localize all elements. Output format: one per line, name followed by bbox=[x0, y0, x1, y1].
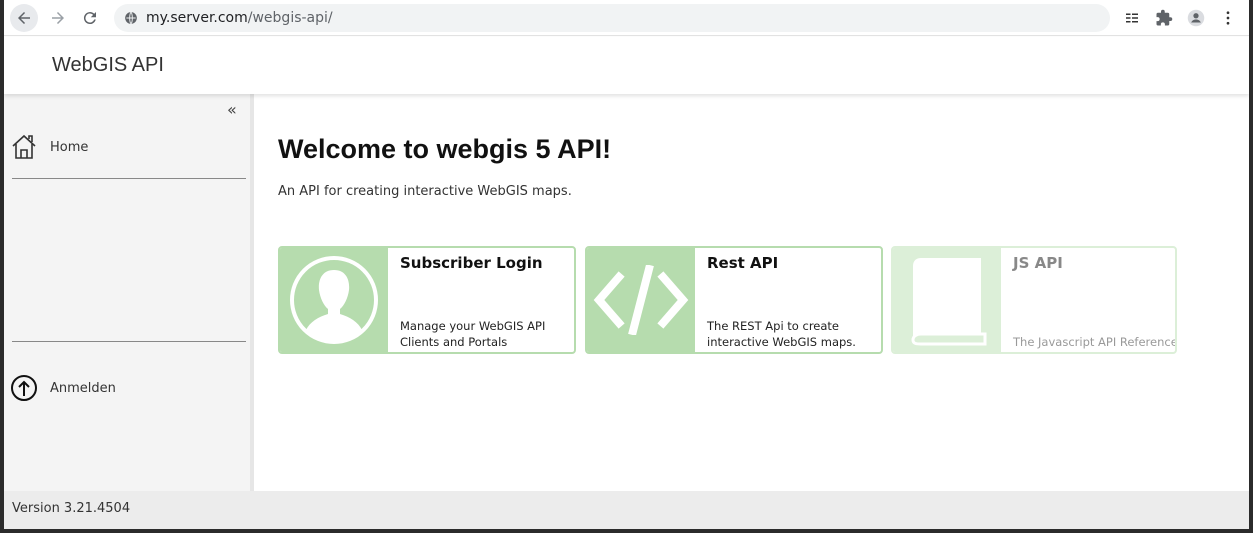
sidebar-collapse-button[interactable]: « bbox=[227, 100, 237, 119]
reload-button[interactable] bbox=[76, 4, 104, 32]
page-subtitle: An API for creating interactive WebGIS m… bbox=[278, 184, 572, 199]
sidebar: « Home Anmelden bbox=[4, 94, 254, 491]
tile-image bbox=[280, 248, 388, 352]
sidebar-item-label: Anmelden bbox=[50, 380, 116, 396]
tile-image bbox=[893, 248, 1001, 352]
profile-icon bbox=[1187, 9, 1205, 27]
tile-title: Rest API bbox=[707, 254, 779, 272]
menu-icon bbox=[1226, 11, 1230, 25]
tile-subscriber-login[interactable]: Subscriber Login Manage your WebGIS API … bbox=[278, 246, 576, 354]
forward-icon bbox=[52, 12, 64, 24]
site-info-icon[interactable] bbox=[124, 11, 138, 25]
footer: Version 3.21.4504 bbox=[4, 491, 1249, 529]
tile-rest-api[interactable]: Rest API The REST Api to create interact… bbox=[585, 246, 883, 354]
extensions-button[interactable] bbox=[1150, 4, 1178, 32]
page-title: Welcome to webgis 5 API! bbox=[278, 134, 612, 164]
url-path: /webgis-api/ bbox=[247, 10, 333, 26]
reading-list-button[interactable] bbox=[1118, 4, 1146, 32]
sidebar-item-login[interactable]: Anmelden bbox=[10, 373, 116, 403]
tile-description: Manage your WebGIS API Clients and Porta… bbox=[400, 319, 546, 349]
sidebar-item-home[interactable]: Home bbox=[10, 132, 88, 162]
code-icon bbox=[593, 265, 689, 335]
profile-button[interactable] bbox=[1182, 4, 1210, 32]
back-icon bbox=[18, 12, 30, 24]
version-label: Version 3.21.4504 bbox=[12, 501, 131, 516]
tile-image bbox=[587, 248, 695, 352]
tile-js-api[interactable]: JS API The Javascript API Reference. bbox=[891, 246, 1177, 354]
extensions-icon bbox=[1156, 9, 1173, 26]
tile-description: The Javascript API Reference. bbox=[1013, 335, 1177, 349]
browser-menu-button[interactable] bbox=[1214, 4, 1242, 32]
home-icon bbox=[12, 134, 36, 159]
login-icon bbox=[11, 375, 37, 401]
url-text: my.server.com/webgis-api/ bbox=[146, 10, 333, 26]
browser-toolbar: my.server.com/webgis-api/ bbox=[4, 0, 1249, 36]
sidebar-divider bbox=[12, 341, 246, 342]
sidebar-item-label: Home bbox=[50, 139, 89, 155]
user-icon bbox=[290, 256, 378, 344]
browser-window: my.server.com/webgis-api/ We bbox=[4, 0, 1249, 529]
back-button[interactable] bbox=[10, 4, 38, 32]
reading-list-icon bbox=[1126, 13, 1138, 23]
address-bar[interactable]: my.server.com/webgis-api/ bbox=[114, 4, 1110, 32]
tile-description: The REST Api to create interactive WebGI… bbox=[707, 319, 856, 349]
reload-icon bbox=[83, 12, 96, 25]
app-title: WebGIS API bbox=[52, 54, 164, 76]
forward-button[interactable] bbox=[44, 4, 72, 32]
main-content: Welcome to webgis 5 API! An API for crea… bbox=[258, 94, 1249, 491]
book-icon bbox=[911, 258, 987, 346]
url-host: my.server.com bbox=[146, 10, 248, 26]
app-header: WebGIS API bbox=[4, 37, 1249, 94]
tile-title: JS API bbox=[1013, 254, 1063, 272]
tile-title: Subscriber Login bbox=[400, 254, 543, 272]
sidebar-divider bbox=[12, 178, 246, 179]
